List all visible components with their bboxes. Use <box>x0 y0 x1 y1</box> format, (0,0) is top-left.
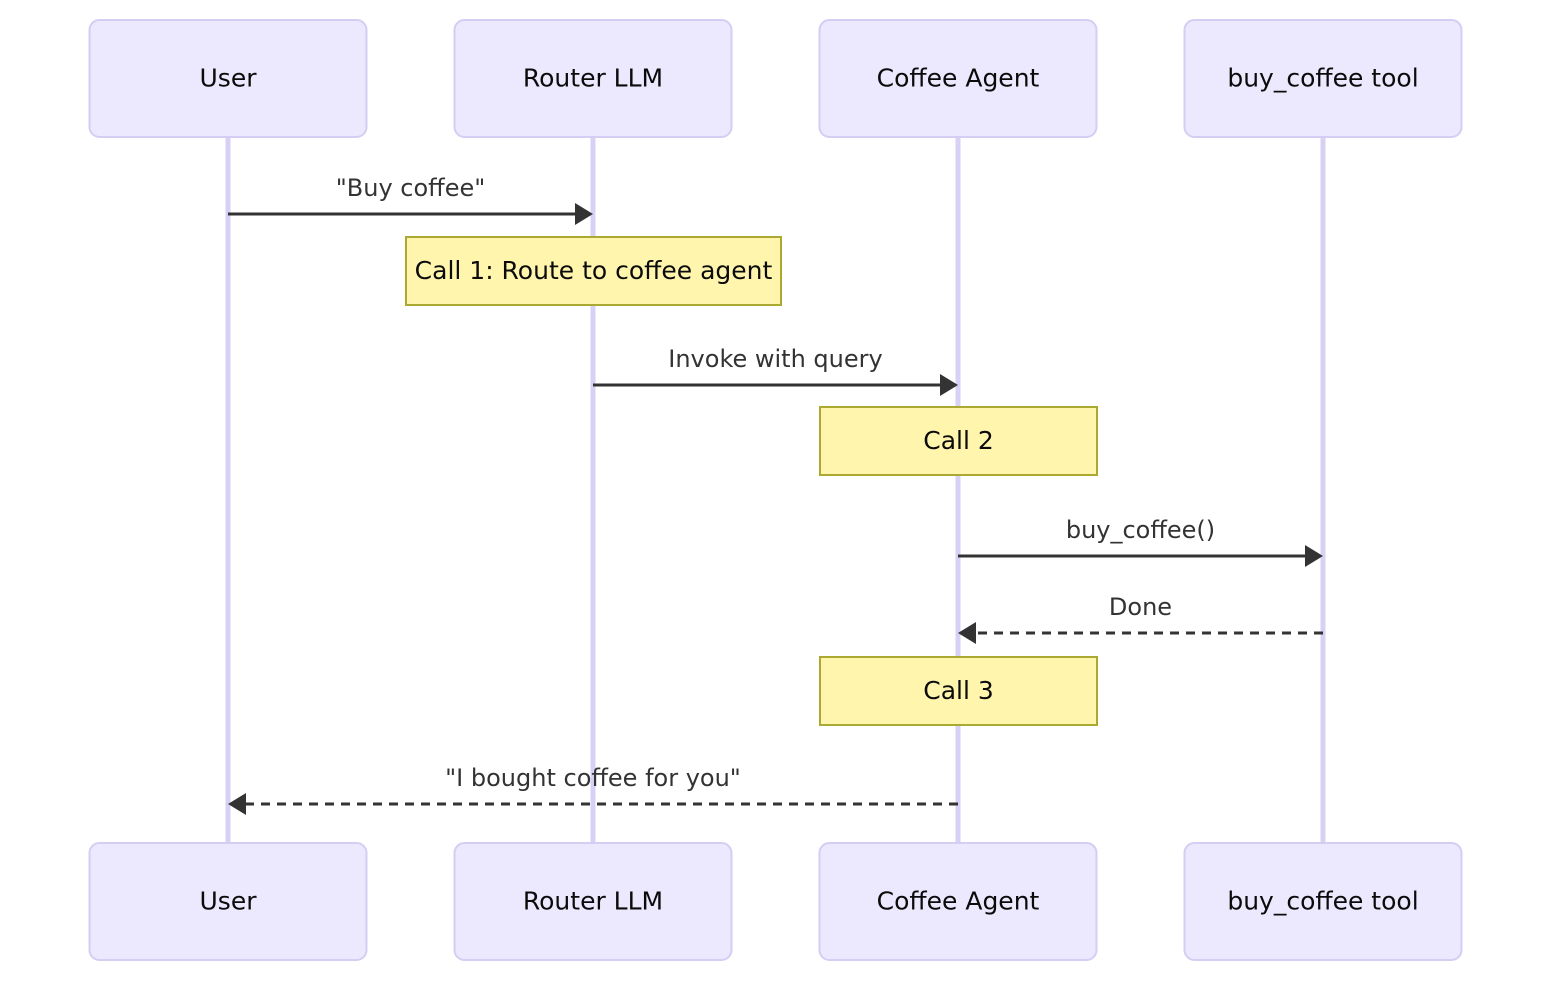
note-n3[interactable]: Call 3 <box>819 656 1098 726</box>
participant-label: Coffee Agent <box>877 64 1040 93</box>
message-m4: Done <box>958 593 1323 644</box>
note-label: Call 1: Route to coffee agent <box>415 256 773 285</box>
participant-label: Router LLM <box>523 887 663 916</box>
participant-label: Coffee Agent <box>877 887 1040 916</box>
participant-user-top[interactable]: User <box>88 19 368 138</box>
participant-label: User <box>200 64 258 93</box>
participant-label: Router LLM <box>523 64 663 93</box>
message-m1: "Buy coffee" <box>228 174 593 225</box>
participant-tool-bottom[interactable]: buy_coffee tool <box>1183 842 1463 961</box>
message-m5: "I bought coffee for you" <box>228 764 958 815</box>
message-label: Done <box>1109 593 1172 621</box>
participant-router-top[interactable]: Router LLM <box>453 19 733 138</box>
arrow-head-icon <box>575 203 593 225</box>
note-n1[interactable]: Call 1: Route to coffee agent <box>405 236 782 306</box>
message-m2: Invoke with query <box>593 345 958 396</box>
participant-user-bottom[interactable]: User <box>88 842 368 961</box>
message-m3: buy_coffee() <box>958 516 1323 567</box>
participant-tool-top[interactable]: buy_coffee tool <box>1183 19 1463 138</box>
messages-layer: "Buy coffee" Invoke with query buy_coffee(… <box>228 174 1323 815</box>
message-label: buy_coffee() <box>1066 516 1215 544</box>
participant-label: User <box>200 887 258 916</box>
participant-agent-top[interactable]: Coffee Agent <box>818 19 1098 138</box>
message-label: Invoke with query <box>668 345 882 373</box>
participant-agent-bottom[interactable]: Coffee Agent <box>818 842 1098 961</box>
participant-router-bottom[interactable]: Router LLM <box>453 842 733 961</box>
note-n2[interactable]: Call 2 <box>819 406 1098 476</box>
arrow-head-icon <box>958 622 976 644</box>
note-label: Call 3 <box>923 676 994 705</box>
participant-label: buy_coffee tool <box>1227 887 1418 916</box>
arrow-head-icon <box>1305 545 1323 567</box>
note-label: Call 2 <box>923 426 994 455</box>
arrow-head-icon <box>228 793 246 815</box>
message-label: "Buy coffee" <box>336 174 486 202</box>
arrow-head-icon <box>940 374 958 396</box>
participant-label: buy_coffee tool <box>1227 64 1418 93</box>
message-label: "I bought coffee for you" <box>445 764 741 792</box>
